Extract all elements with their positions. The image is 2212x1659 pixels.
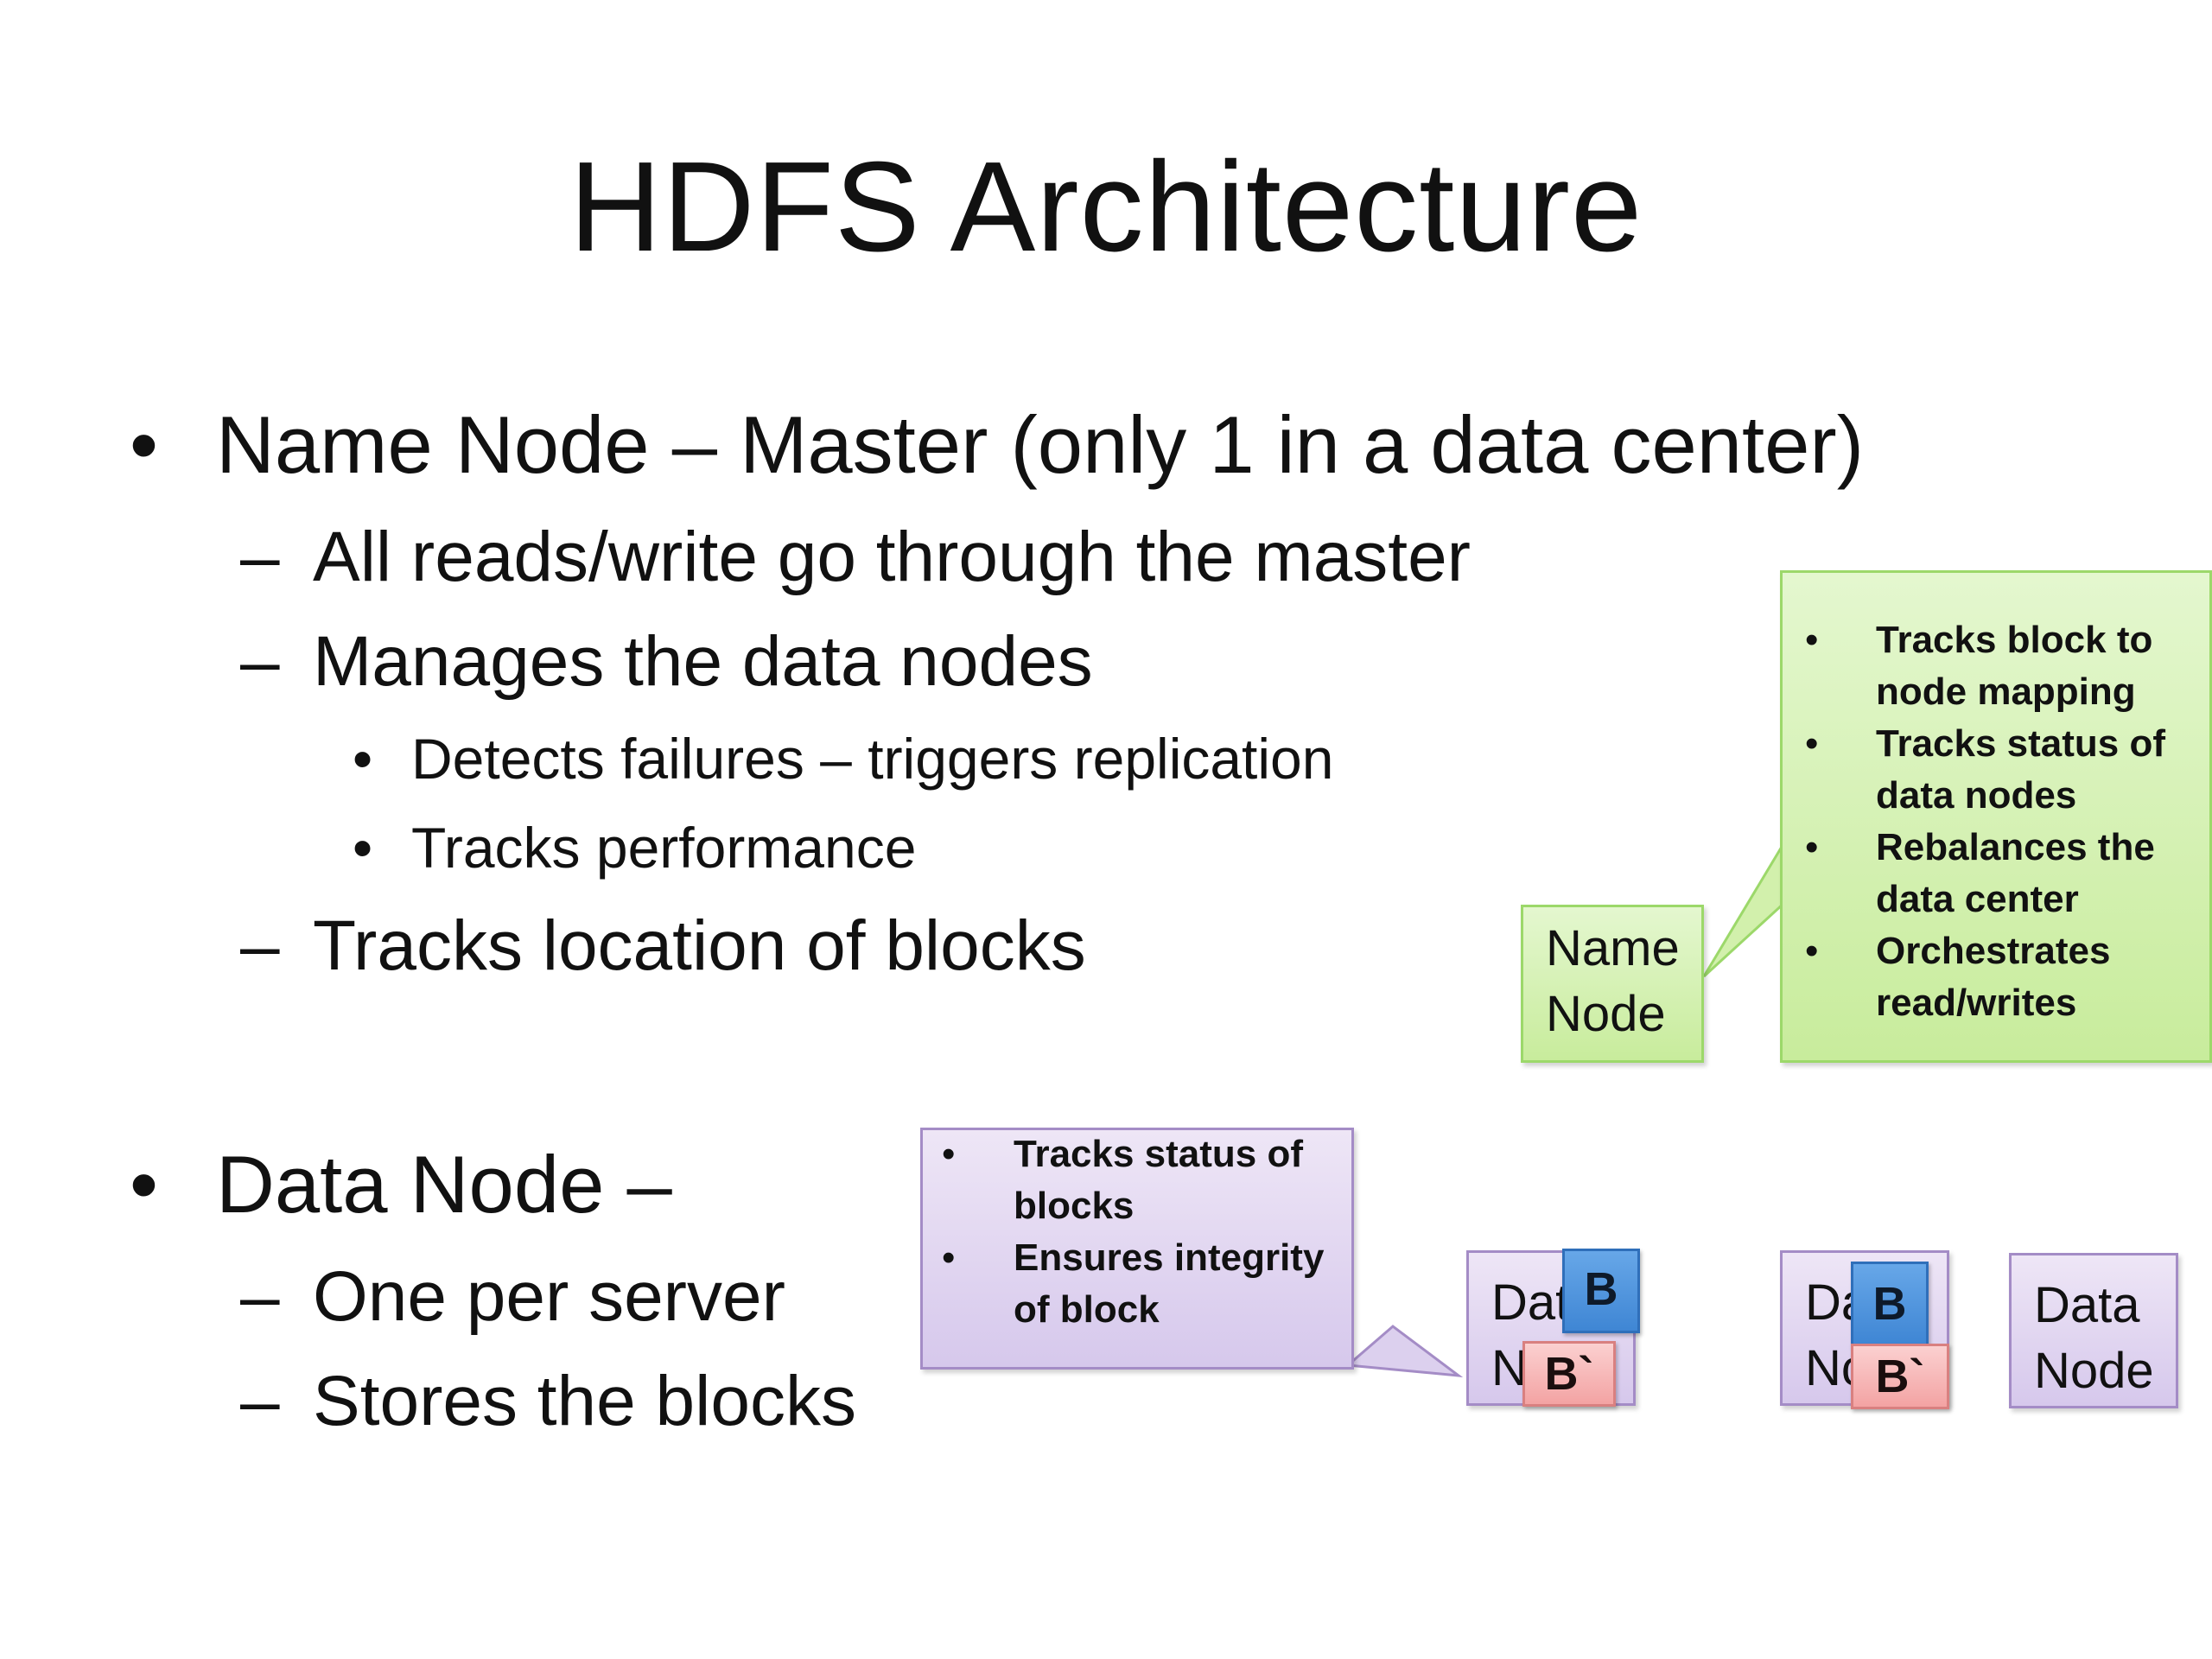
sub-bullet-text: One per server: [313, 1257, 785, 1336]
name-node-heading: Name Node – Master (only 1 in a data cen…: [216, 399, 1865, 490]
block-b: B: [1851, 1262, 1929, 1346]
sub-bullet-text: Manages the data nodes: [313, 622, 1093, 701]
bullet-icon: •: [353, 727, 373, 791]
name-node-callout-list: • Tracks block to node mapping • Tracks …: [1783, 614, 2212, 1029]
dash-glyph: –: [240, 1257, 280, 1336]
data-node-box-3: Data Node: [2009, 1253, 2178, 1408]
sub-bullet-text: All reads/write go through the master: [313, 518, 1471, 596]
bullet-icon: •: [353, 816, 373, 880]
data-node-callout: • Tracks status of blocks • Ensures inte…: [920, 1128, 1354, 1370]
callout-item-line2: read/writes: [1876, 982, 2077, 1024]
block-b: B: [1562, 1249, 1640, 1333]
sub-bullet-stores-blocks: – Stores the blocks: [240, 1360, 856, 1443]
name-node-callout: • Tracks block to node mapping • Tracks …: [1780, 570, 2212, 1063]
name-node-box-line2: Node: [1546, 986, 1666, 1042]
callout-item: • Tracks block to node mapping: [1783, 614, 2212, 718]
sub-bullet-one-per-server: – One per server: [240, 1255, 785, 1338]
callout-item-line2: node mapping: [1876, 671, 2136, 713]
data-node-callout-list: • Tracks status of blocks • Ensures inte…: [923, 1128, 1357, 1336]
dash-glyph: –: [240, 518, 280, 596]
callout-item: • Orchestrates read/writes: [1783, 925, 2212, 1029]
callout-item: • Rebalances the data center: [1783, 822, 2212, 925]
sub-bullet-text: Stores the blocks: [313, 1362, 856, 1440]
callout-item-line1: Orchestrates: [1876, 930, 2111, 972]
sub-bullet-reads-writes: – All reads/write go through the master: [240, 516, 1471, 599]
block-b-replica: B`: [1522, 1341, 1616, 1407]
subsub-bullet-detects: • Detects failures – triggers replicatio…: [353, 724, 1333, 793]
callout-item-line1: Tracks status of: [1876, 722, 2166, 765]
dash-glyph: –: [240, 906, 280, 985]
data-node-box-line1: Dat: [1491, 1274, 1570, 1331]
callout-item-line2: blocks: [1014, 1185, 1135, 1227]
subsub-bullet-text: Tracks performance: [411, 816, 917, 880]
sub-bullet-manages: – Manages the data nodes: [240, 620, 1093, 703]
callout-item-line1: Rebalances the: [1876, 826, 2155, 868]
callout-item: • Tracks status of data nodes: [1783, 718, 2212, 822]
bullet-icon: •: [1805, 722, 1819, 765]
callout-item-line2: data nodes: [1876, 774, 2077, 817]
callout-item-line1: Tracks status of: [1014, 1133, 1304, 1175]
bullet-icon: •: [130, 399, 158, 490]
data-node-box-line1: Data: [2034, 1277, 2140, 1333]
bullet-icon: •: [1805, 930, 1819, 972]
block-b-replica: B`: [1851, 1344, 1949, 1409]
callout-item-line1: Tracks block to: [1876, 619, 2153, 661]
name-node-callout-pointer: [1702, 837, 1786, 978]
data-node-box-line2: Node: [2034, 1343, 2154, 1399]
callout-item: • Tracks status of blocks: [923, 1128, 1357, 1232]
bullet-icon: •: [1805, 826, 1819, 868]
name-node-box-line1: Name: [1546, 920, 1680, 976]
callout-item: • Ensures integrity of block: [923, 1232, 1357, 1336]
bullet-icon: •: [942, 1133, 956, 1175]
slide-title: HDFS Architecture: [569, 136, 1643, 278]
callout-item-line2: data center: [1876, 878, 2079, 920]
data-node-box-line2: N: [1491, 1340, 1528, 1396]
subsub-bullet-text: Detects failures – triggers replication: [411, 727, 1334, 791]
bullet-name-node: • Name Node – Master (only 1 in a data c…: [130, 397, 1864, 493]
data-node-heading: Data Node –: [216, 1139, 672, 1230]
bullet-icon: •: [942, 1236, 956, 1279]
subsub-bullet-performance: • Tracks performance: [353, 813, 916, 882]
bullet-data-node: • Data Node –: [130, 1137, 672, 1232]
data-node-callout-pointer: [1344, 1325, 1464, 1377]
name-node-box: Name Node: [1521, 905, 1704, 1063]
bullet-icon: •: [130, 1139, 158, 1230]
dash-glyph: –: [240, 622, 280, 701]
dash-glyph: –: [240, 1362, 280, 1440]
sub-bullet-tracks-location: – Tracks location of blocks: [240, 905, 1086, 988]
callout-item-line1: Ensures integrity: [1014, 1236, 1325, 1279]
callout-item-line2: of block: [1014, 1288, 1160, 1331]
bullet-icon: •: [1805, 619, 1819, 661]
sub-bullet-text: Tracks location of blocks: [313, 906, 1086, 985]
